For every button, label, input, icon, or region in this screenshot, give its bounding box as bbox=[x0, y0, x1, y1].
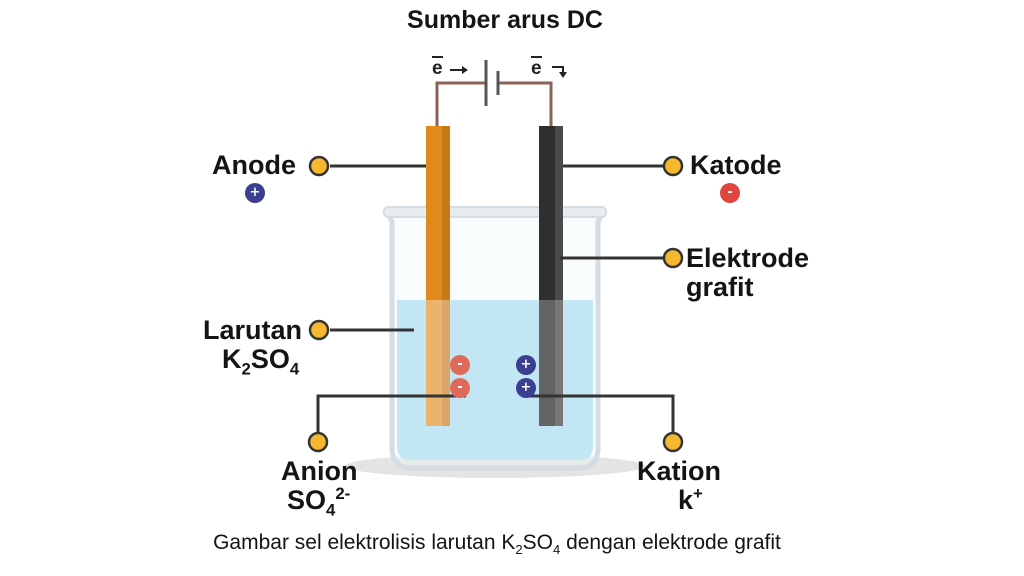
label-dot-anode bbox=[308, 155, 330, 177]
label-dot-katode bbox=[662, 155, 684, 177]
figure-caption: Gambar sel elektrolisis larutan K2SO4 de… bbox=[213, 531, 781, 558]
electron-arrowhead-left bbox=[462, 66, 468, 74]
cation-ion-2: + bbox=[516, 378, 536, 398]
anion-formula: SO42- bbox=[287, 484, 351, 520]
beaker bbox=[382, 209, 608, 471]
elektrode-label-line2: grafit bbox=[686, 272, 754, 302]
larutan-formula: K2SO4 bbox=[222, 344, 300, 379]
beaker-rim bbox=[383, 206, 607, 218]
larutan-label-line1: Larutan bbox=[203, 315, 303, 345]
label-dot-elektrode bbox=[662, 247, 684, 269]
anion-label-line1: Anion bbox=[281, 456, 358, 486]
anode-sign-badge: + bbox=[245, 183, 265, 203]
diagram-title: Sumber arus DC bbox=[407, 6, 603, 34]
katode-label: Katode bbox=[690, 150, 782, 180]
anode-label: Anode bbox=[212, 150, 296, 180]
kation-label-line1: Kation bbox=[637, 456, 721, 486]
wire-cathode bbox=[498, 81, 553, 126]
anode-rod-highlight bbox=[442, 126, 450, 426]
anode-rod-submerged bbox=[426, 300, 450, 426]
label-dot-kation bbox=[662, 431, 684, 453]
cation-ion-1: + bbox=[516, 355, 536, 375]
electron-arrowhead-right bbox=[559, 72, 567, 78]
label-dot-anion bbox=[307, 431, 329, 453]
electron-label-left: e bbox=[432, 56, 443, 79]
electron-arrow-right bbox=[552, 66, 564, 73]
leader-anion bbox=[316, 394, 466, 438]
cathode-rod-highlight bbox=[555, 126, 563, 426]
kation-formula: k+ bbox=[678, 484, 703, 515]
anion-ion-1: - bbox=[450, 355, 470, 375]
electron-label-right: e bbox=[531, 56, 542, 79]
leader-kation bbox=[524, 394, 675, 438]
katode-sign-badge: - bbox=[720, 183, 740, 203]
label-dot-larutan bbox=[308, 319, 330, 341]
wire-anode bbox=[435, 81, 486, 126]
elektrode-label-line1: Elektrode bbox=[686, 243, 810, 273]
cathode-rod-submerged bbox=[539, 300, 563, 426]
anion-ion-2: - bbox=[450, 378, 470, 398]
